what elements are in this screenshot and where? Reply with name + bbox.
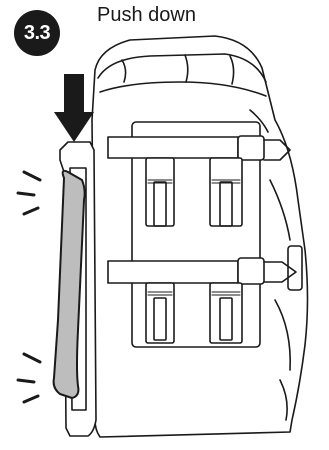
down-arrow-icon (54, 74, 94, 142)
step-badge: 3.3 (14, 10, 60, 56)
lower-strap (107, 260, 239, 284)
rolled-top (97, 53, 267, 83)
bag-outline (91, 35, 309, 438)
upper-strap (107, 136, 239, 159)
instruction-text: Push down (97, 4, 196, 26)
step-number: 3.3 (23, 21, 51, 44)
lower-buckle (237, 257, 265, 285)
velcro-loop (145, 157, 175, 227)
front-panel (131, 121, 261, 348)
velcro-loop (209, 157, 243, 227)
motion-lines-icon (16, 170, 42, 404)
carry-handle (52, 169, 86, 399)
velcro-loop (145, 282, 175, 344)
upper-buckle (237, 135, 265, 161)
velcro-loop (209, 282, 243, 344)
